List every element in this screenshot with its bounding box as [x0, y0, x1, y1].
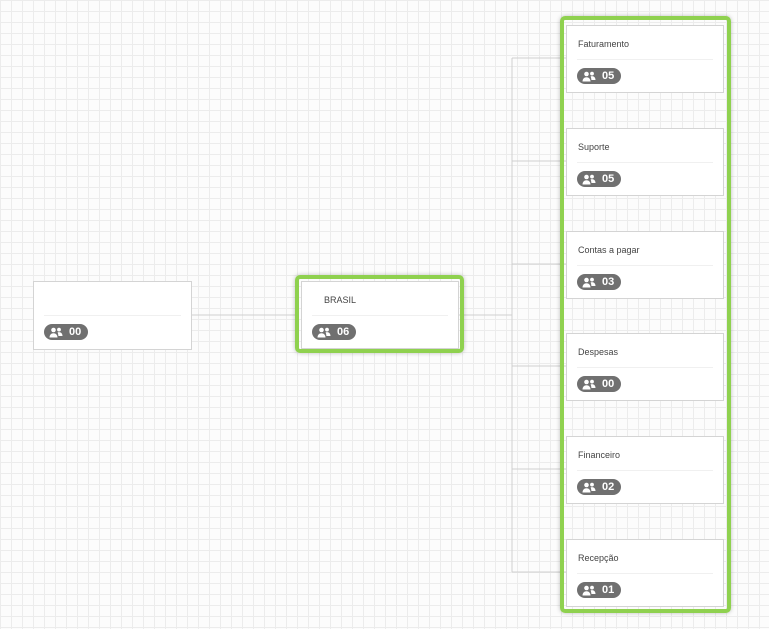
member-count: 00: [602, 378, 615, 390]
org-node-suporte[interactable]: Suporte 05: [566, 128, 724, 196]
node-title: Recepção: [578, 553, 619, 563]
member-count: 05: [602, 173, 615, 185]
node-divider: [312, 315, 448, 316]
users-icon: [582, 482, 596, 492]
users-icon: [582, 585, 596, 595]
org-node-faturamento[interactable]: Faturamento 05: [566, 25, 724, 93]
org-node-despesas[interactable]: Despesas 00: [566, 333, 724, 401]
users-icon: [49, 327, 63, 337]
node-title: Suporte: [578, 142, 610, 152]
node-divider: [44, 315, 181, 316]
node-divider: [577, 265, 713, 266]
users-icon: [582, 174, 596, 184]
users-icon: [317, 327, 331, 337]
users-icon: [582, 277, 596, 287]
users-icon: [582, 71, 596, 81]
org-node-recepcao[interactable]: Recepção 01: [566, 539, 724, 607]
node-title: BRASIL: [324, 295, 357, 305]
node-title: Financeiro: [578, 450, 621, 460]
member-count-badge: 02: [577, 479, 622, 495]
node-divider: [577, 367, 713, 368]
member-count-badge: 05: [577, 68, 622, 84]
org-node-contas-a-pagar[interactable]: Contas a pagar 03: [566, 231, 724, 299]
member-count-badge: 05: [577, 171, 622, 187]
member-count: 01: [602, 584, 615, 596]
member-count-badge: 00: [44, 324, 89, 340]
member-count-badge: 03: [577, 274, 622, 290]
member-count: 05: [602, 70, 615, 82]
org-node-financeiro[interactable]: Financeiro 02: [566, 436, 724, 504]
org-node-brasil[interactable]: BRASIL 06: [301, 281, 459, 349]
member-count-badge: 06: [312, 324, 357, 340]
member-count: 00: [69, 326, 82, 338]
node-divider: [577, 162, 713, 163]
node-divider: [577, 573, 713, 574]
member-count: 02: [602, 481, 615, 493]
users-icon: [582, 379, 596, 389]
org-node-root[interactable]: 00: [33, 281, 192, 350]
node-divider: [577, 59, 713, 60]
node-title: Contas a pagar: [578, 245, 640, 255]
member-count-badge: 01: [577, 582, 622, 598]
node-divider: [577, 470, 713, 471]
member-count-badge: 00: [577, 376, 622, 392]
node-title: Despesas: [578, 347, 619, 357]
member-count: 06: [337, 326, 350, 338]
node-title: Faturamento: [578, 39, 630, 49]
member-count: 03: [602, 276, 615, 288]
